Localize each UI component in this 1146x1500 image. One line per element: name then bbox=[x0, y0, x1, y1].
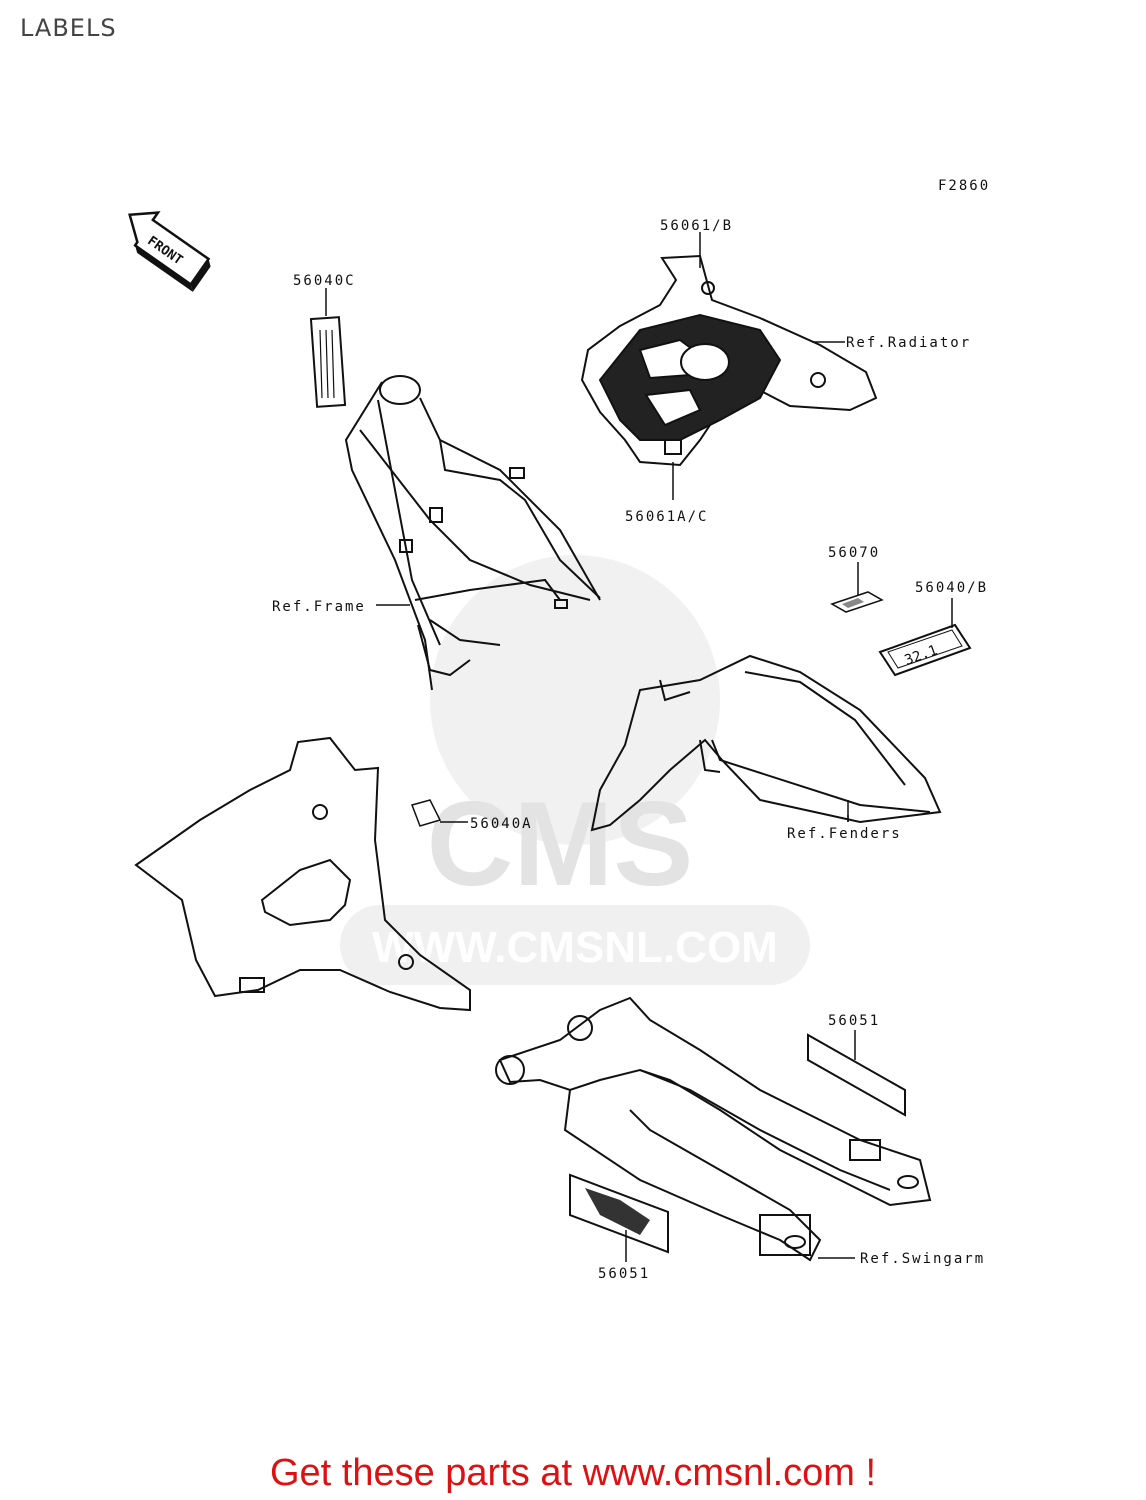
part-label-56061a-c: 56061A/C bbox=[625, 509, 708, 525]
ref-label-fenders: Ref.Fenders bbox=[787, 826, 902, 842]
label-56051-top-sticker bbox=[807, 1033, 906, 1117]
frame bbox=[344, 375, 601, 691]
part-label-56070: 56070 bbox=[828, 545, 880, 561]
figure-code: F2860 bbox=[938, 178, 990, 194]
ref-label-swingarm: Ref.Swingarm bbox=[860, 1251, 985, 1267]
watermark-logo: CMS bbox=[427, 777, 694, 911]
ref-label-radiator: Ref.Radiator bbox=[846, 335, 971, 351]
footer-link[interactable]: Get these parts at www.cmsnl.com ! bbox=[269, 1452, 877, 1494]
part-label-56040a: 56040A bbox=[470, 816, 533, 832]
part-label-56051-bottom: 56051 bbox=[598, 1266, 650, 1282]
part-label-56051-top: 56051 bbox=[828, 1013, 880, 1029]
rear-fender bbox=[590, 654, 942, 832]
side-cover bbox=[134, 736, 471, 1012]
label-56040c-sticker bbox=[309, 316, 347, 408]
ref-label-frame: Ref.Frame bbox=[272, 599, 366, 615]
swingarm bbox=[495, 996, 932, 1262]
part-label-56040c: 56040C bbox=[293, 273, 356, 289]
watermark: CMS WWW.CMSNL.COM bbox=[340, 555, 810, 985]
part-label-56040-b: 56040/B bbox=[915, 580, 988, 596]
page-title: LABELS bbox=[20, 14, 117, 42]
radiator-shroud bbox=[580, 254, 878, 467]
part-label-56061-b: 56061/B bbox=[660, 218, 733, 234]
watermark-url: WWW.CMSNL.COM bbox=[372, 923, 778, 972]
label-56040b-sticker bbox=[878, 623, 972, 677]
front-arrow-icon: FRONT bbox=[128, 211, 211, 292]
label-56040a-sticker bbox=[411, 799, 442, 827]
